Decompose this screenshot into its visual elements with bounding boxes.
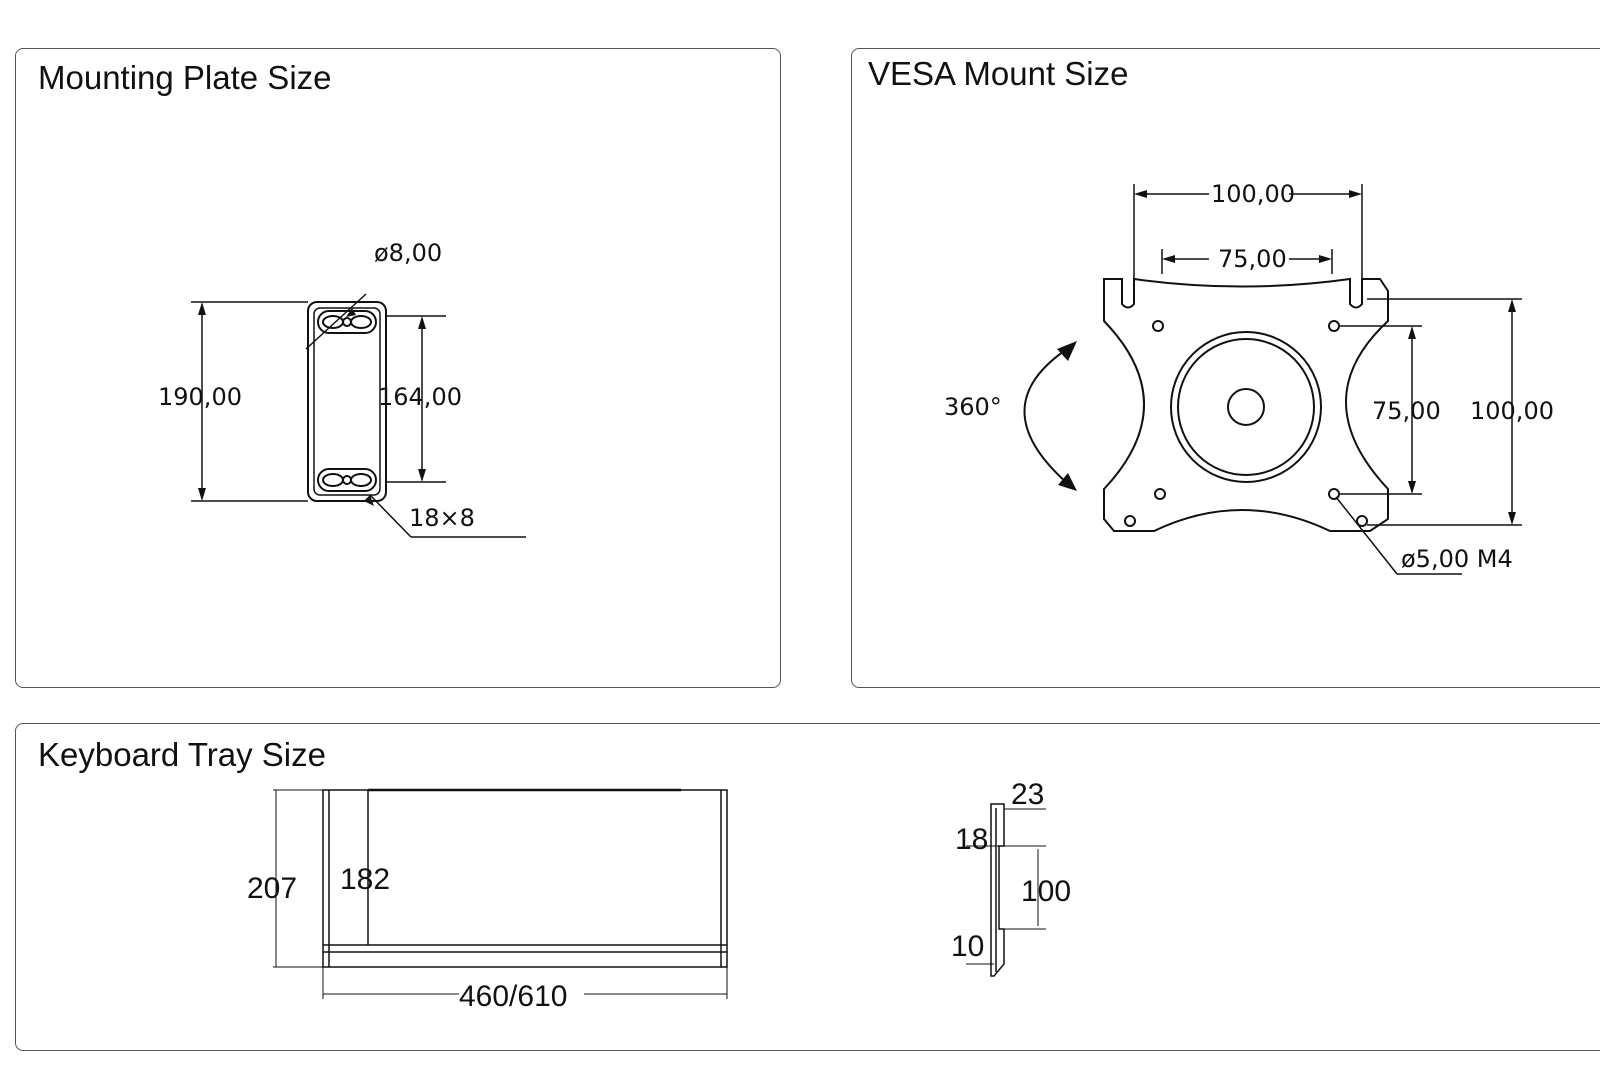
tray-height-outer-label: 207 <box>247 872 297 905</box>
keyboard-tray-title: Keyboard Tray Size <box>38 736 326 773</box>
bottom-slot-left <box>322 473 344 487</box>
side-dimensions <box>966 808 1046 965</box>
tray-front-view <box>322 788 728 968</box>
outer-ring <box>1170 331 1322 483</box>
right-inner-label: 75,00 <box>1372 397 1441 425</box>
mounting-plate-title: Mounting Plate Size <box>38 59 332 96</box>
bottom-slot-group <box>317 468 377 492</box>
rotation-label: 360° <box>944 393 1002 421</box>
side-mid-label: 100 <box>1021 875 1071 908</box>
hole-br-inner <box>1328 488 1340 500</box>
top-inner-label: 75,00 <box>1218 245 1287 273</box>
mounting-plate-dimensions <box>191 293 526 538</box>
middle-ring <box>1177 338 1315 476</box>
vesa-drawing: 100,00 75,00 360° 75,00 100,00 ø5,00 M4 <box>944 180 1554 575</box>
hole-bl-inner <box>1154 488 1166 500</box>
inner-height-label: 164,00 <box>378 383 462 411</box>
bottom-slot-right <box>350 473 372 487</box>
tray-dimensions <box>273 789 728 999</box>
vesa-plate-outline <box>1103 277 1389 532</box>
tray-side-profile <box>990 803 1005 977</box>
hole-diameter-label: ø8,00 <box>374 239 442 267</box>
side-a-label: 18 <box>955 823 988 856</box>
slot-size-label: 18×8 <box>409 504 475 532</box>
right-outer-label: 100,00 <box>1470 397 1554 425</box>
hole-size-label: ø5,00 M4 <box>1401 545 1513 573</box>
bottom-center-hole <box>342 475 352 485</box>
top-center-hole <box>342 317 352 327</box>
rotation-arc <box>1023 348 1068 484</box>
hole-tl-inner <box>1152 320 1164 332</box>
vesa-dimensions <box>1133 184 1522 575</box>
hole-br-outer <box>1356 515 1368 527</box>
keyboard-tray-panel: Keyboard Tray Size 207 182 460/610 <box>15 723 1600 1051</box>
top-slot-right <box>350 315 372 329</box>
outer-height-label: 190,00 <box>158 383 242 411</box>
hole-bl-outer <box>1124 515 1136 527</box>
vesa-title: VESA Mount Size <box>868 55 1129 92</box>
plate-outline <box>307 301 387 502</box>
tray-height-inner-label: 182 <box>340 863 390 896</box>
vesa-panel: VESA Mount Size <box>851 48 1600 688</box>
side-top-label: 23 <box>1011 778 1044 811</box>
keyboard-tray-drawing: 207 182 460/610 23 18 100 10 <box>247 778 1071 1013</box>
plate-inner-outline <box>313 307 381 496</box>
mounting-plate-panel: Mounting Plate Size <box>15 48 781 688</box>
center-hole <box>1227 388 1265 426</box>
mounting-plate-drawing: ø8,00 190,00 164,00 18×8 <box>158 239 526 538</box>
top-outer-label: 100,00 <box>1211 180 1295 208</box>
hole-tr-inner <box>1328 320 1340 332</box>
tray-width-label: 460/610 <box>459 980 567 1013</box>
side-b-label: 10 <box>951 930 984 963</box>
